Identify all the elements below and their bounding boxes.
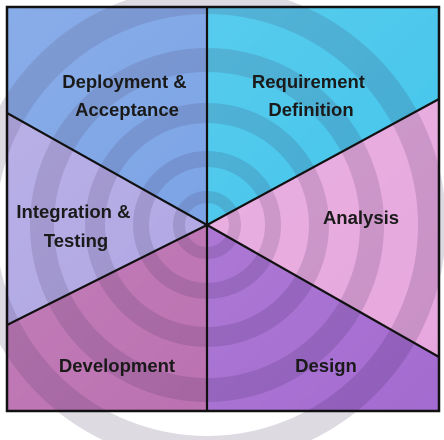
gloss-overlay: [7, 7, 439, 411]
label-requirement-line1: Requirement: [252, 71, 365, 92]
label-deployment-acceptance: Deployment & Acceptance: [62, 71, 192, 120]
label-requirement-definition: Requirement Definition: [252, 71, 370, 120]
label-design: Design: [295, 355, 357, 376]
label-deployment-line2: Acceptance: [75, 99, 179, 120]
label-integration-testing: Integration & Testing: [16, 201, 135, 251]
label-deployment-line1: Deployment &: [62, 71, 186, 92]
label-requirement-line2: Definition: [268, 99, 353, 120]
label-integration-line2: Testing: [44, 230, 108, 251]
label-analysis: Analysis: [323, 207, 399, 228]
segment-dividers: [6, 7, 440, 411]
label-integration-line1: Integration &: [16, 201, 130, 222]
diagram-border: [5, 5, 441, 413]
label-development: Development: [59, 355, 175, 376]
